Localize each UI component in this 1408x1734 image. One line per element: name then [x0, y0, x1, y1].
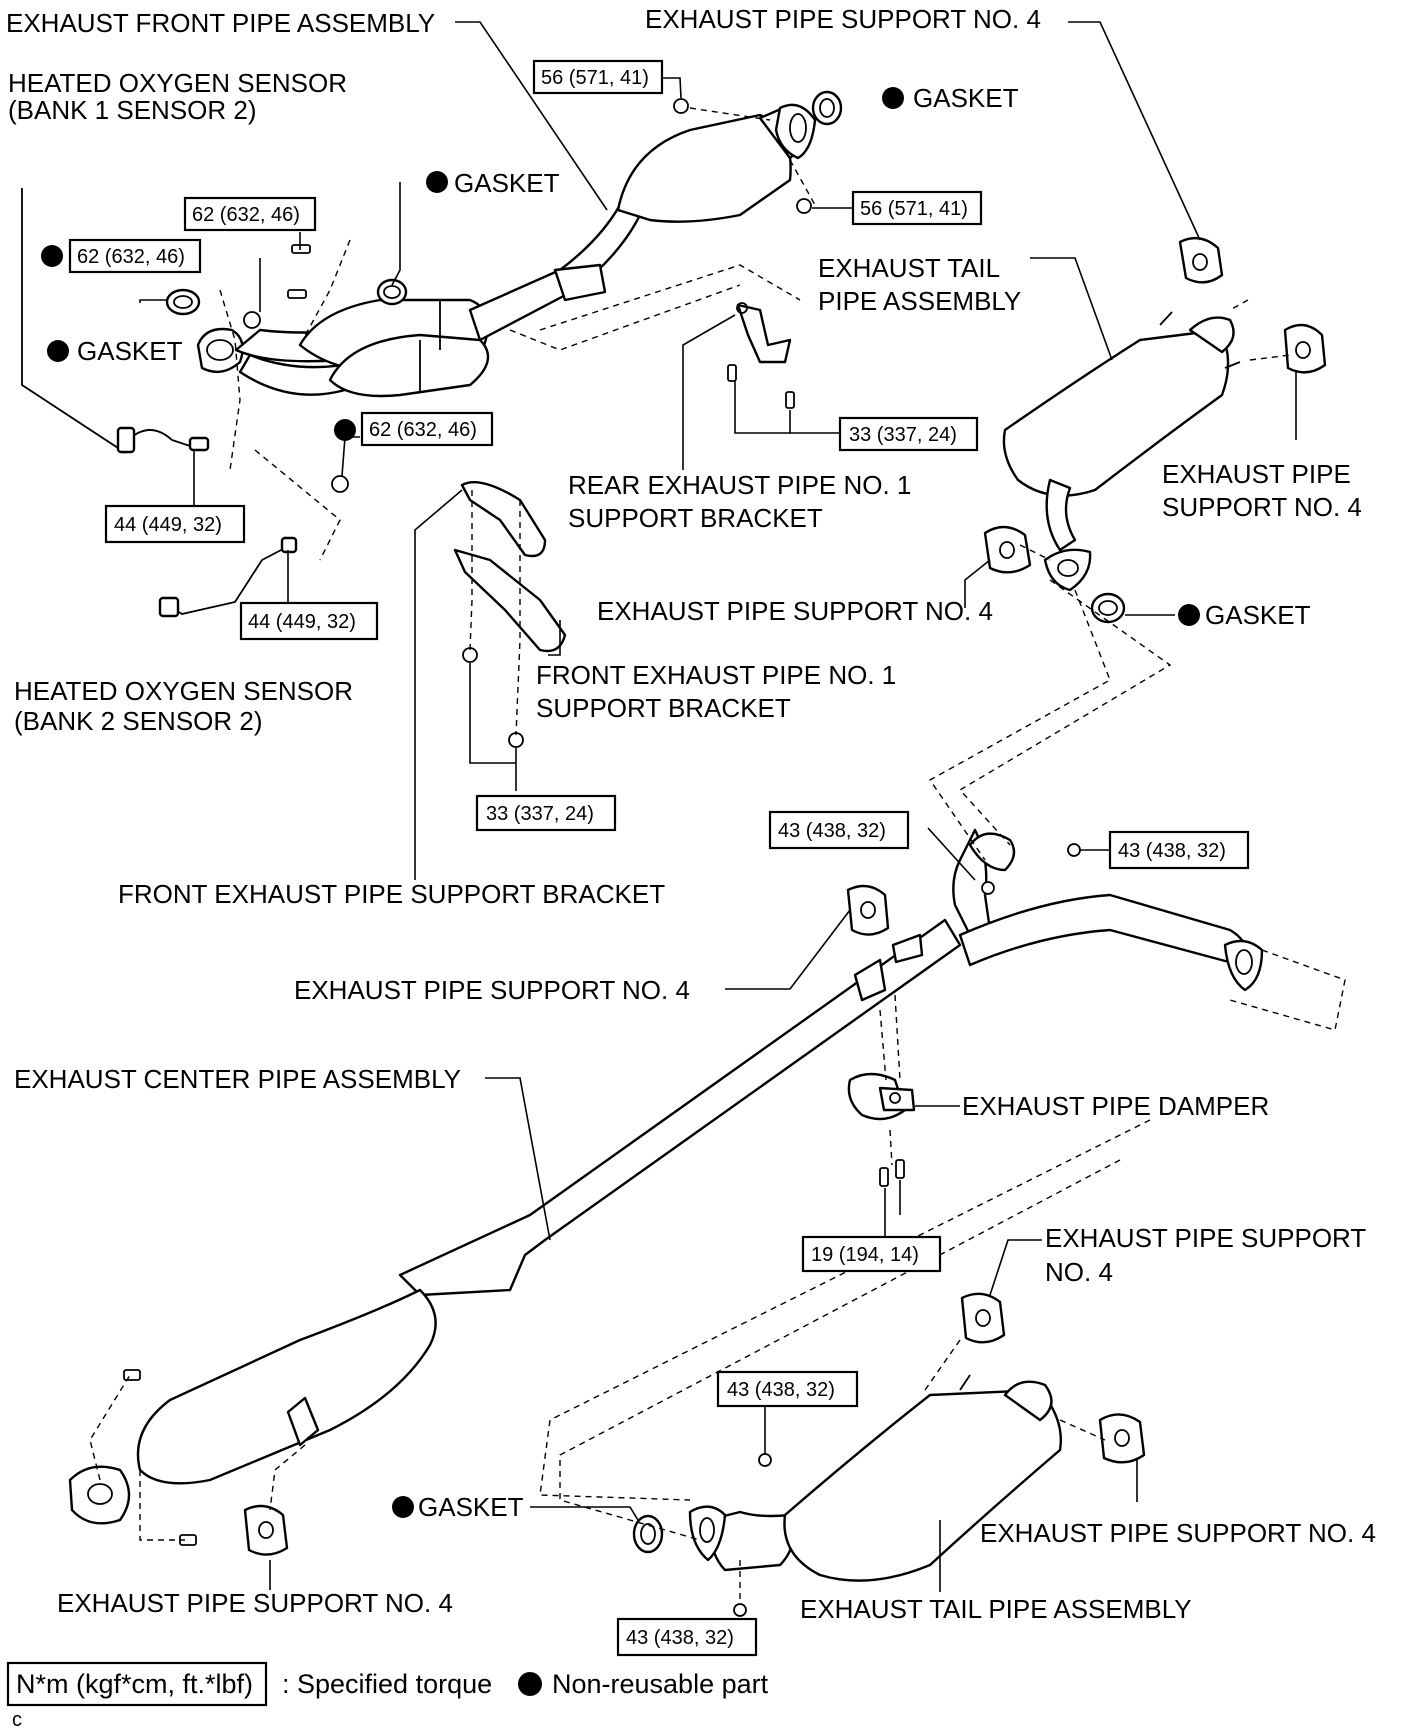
torque-value: 33 (337, 24)	[486, 803, 594, 825]
label-gasket-5: GASKET	[418, 1492, 524, 1522]
installation-dashed-lines	[89, 107, 1346, 1605]
torque-box: 43 (438, 32)	[716, 1370, 859, 1408]
torque-value: 44 (449, 32)	[114, 514, 222, 536]
label-gasket-2: GASKET	[454, 168, 560, 198]
label-exhaust-pipe-support-center: EXHAUST PIPE SUPPORT NO. 4	[294, 975, 690, 1005]
label-front-exhaust-pipe-no1-bracket-line1: FRONT EXHAUST PIPE NO. 1	[536, 660, 896, 690]
label-exhaust-tail-pipe-assembly-upper-line1: EXHAUST TAIL	[818, 253, 1000, 283]
torque-box: 56 (571, 41)	[532, 59, 664, 95]
torque-value: 62 (632, 46)	[369, 419, 477, 441]
label-rear-exhaust-pipe-no1-bracket-line1: REAR EXHAUST PIPE NO. 1	[568, 470, 911, 500]
label-heated-oxygen-sensor-b2s2-line2: (BANK 2 SENSOR 2)	[14, 706, 263, 736]
label-exhaust-front-pipe-assembly: EXHAUST FRONT PIPE ASSEMBLY	[6, 8, 435, 38]
non-reusable-mark	[334, 419, 356, 441]
front-exhaust-pipe-support-bracket	[453, 481, 567, 653]
torque-box: 62 (632, 46)	[360, 411, 494, 447]
torque-value: 56 (571, 41)	[860, 198, 968, 220]
heated-oxygen-sensor-bank2	[158, 536, 298, 618]
torque-box: 44 (449, 32)	[239, 601, 379, 641]
corner-mark: c	[12, 1709, 22, 1731]
torque-box: 62 (632, 46)	[68, 238, 202, 274]
legend-non-reusable-text: Non-reusable part	[552, 1669, 769, 1699]
label-heated-oxygen-sensor-b1s2-line1: HEATED OXYGEN SENSOR	[8, 68, 347, 98]
exhaust-center-pipe-assembly	[68, 828, 1264, 1525]
legend: N*m (kgf*cm, ft.*lbf) : Specified torque…	[6, 1661, 769, 1707]
exhaust-pipe-damper-part	[847, 1072, 916, 1121]
legend-unit-text: N*m (kgf*cm, ft.*lbf)	[16, 1669, 253, 1699]
torque-box: 43 (438, 32)	[616, 1617, 758, 1657]
exhaust-pipe-supports-no4	[243, 236, 1327, 1556]
legend-specified-torque: : Specified torque	[282, 1669, 492, 1699]
label-exhaust-pipe-support-split-line1: EXHAUST PIPE SUPPORT	[1045, 1223, 1366, 1253]
label-exhaust-pipe-support-right-line2: SUPPORT NO. 4	[1162, 492, 1362, 522]
torque-value: 19 (194, 14)	[811, 1244, 919, 1266]
gasket-rings	[165, 90, 1126, 1554]
exhaust-tail-pipe-assembly-upper	[1002, 311, 1241, 592]
torque-box: 43 (438, 32)	[1108, 830, 1250, 870]
label-exhaust-tail-pipe-assembly-upper-line2: PIPE ASSEMBLY	[818, 286, 1021, 316]
legend-non-reusable-dot	[518, 1672, 542, 1696]
label-exhaust-pipe-support-lower-left: EXHAUST PIPE SUPPORT NO. 4	[57, 1588, 453, 1618]
label-rear-exhaust-pipe-no1-bracket-line2: SUPPORT BRACKET	[568, 503, 823, 533]
torque-value: 33 (337, 24)	[849, 424, 957, 446]
non-reusable-mark	[392, 1496, 414, 1518]
torque-value: 62 (632, 46)	[192, 204, 300, 226]
label-front-exhaust-pipe-support-bracket: FRONT EXHAUST PIPE SUPPORT BRACKET	[118, 879, 665, 909]
label-exhaust-center-pipe-assembly: EXHAUST CENTER PIPE ASSEMBLY	[14, 1064, 461, 1094]
label-gasket-1: GASKET	[913, 83, 1019, 113]
non-reusable-mark	[41, 245, 63, 267]
torque-box: 19 (194, 14)	[801, 1235, 942, 1273]
torque-value: 44 (449, 32)	[248, 611, 356, 633]
label-exhaust-pipe-support-mid: EXHAUST PIPE SUPPORT NO. 4	[597, 596, 993, 626]
label-exhaust-pipe-support-top: EXHAUST PIPE SUPPORT NO. 4	[645, 4, 1041, 34]
torque-value: 56 (571, 41)	[541, 67, 649, 89]
torque-value: 62 (632, 46)	[77, 246, 185, 268]
heated-oxygen-sensor-bank1	[21, 188, 210, 454]
label-gasket-4: GASKET	[1205, 600, 1311, 630]
legend-unit-box	[6, 1661, 268, 1707]
torque-box: 33 (337, 24)	[475, 794, 617, 832]
torque-box: 56 (571, 41)	[851, 190, 983, 226]
label-exhaust-tail-pipe-assembly-lower: EXHAUST TAIL PIPE ASSEMBLY	[800, 1594, 1192, 1624]
non-reusable-mark	[882, 87, 904, 109]
torque-box: 33 (337, 24)	[838, 416, 979, 452]
torque-value: 43 (438, 32)	[778, 820, 886, 842]
label-heated-oxygen-sensor-b2s2-line1: HEATED OXYGEN SENSOR	[14, 676, 353, 706]
non-reusable-mark	[1178, 604, 1200, 626]
label-front-exhaust-pipe-no1-bracket-line2: SUPPORT BRACKET	[536, 693, 791, 723]
label-gasket-3: GASKET	[77, 336, 183, 366]
torque-value: 43 (438, 32)	[1118, 840, 1226, 862]
non-reusable-mark	[426, 171, 448, 193]
torque-value: 43 (438, 32)	[626, 1627, 734, 1649]
label-exhaust-pipe-support-lower-right: EXHAUST PIPE SUPPORT NO. 4	[980, 1518, 1376, 1548]
non-reusable-mark	[47, 340, 69, 362]
rear-exhaust-pipe-no1-support-bracket	[736, 302, 792, 364]
torque-value: 43 (438, 32)	[727, 1379, 835, 1401]
torque-box: 44 (449, 32)	[104, 504, 246, 544]
label-exhaust-pipe-support-split-line2: NO. 4	[1045, 1257, 1113, 1287]
label-exhaust-pipe-support-right-line1: EXHAUST PIPE	[1162, 459, 1351, 489]
label-heated-oxygen-sensor-b1s2-line2: (BANK 1 SENSOR 2)	[8, 95, 257, 125]
label-exhaust-pipe-damper: EXHAUST PIPE DAMPER	[962, 1091, 1269, 1121]
exhaust-tail-pipe-assembly-lower	[688, 1374, 1062, 1582]
exhaust-front-pipe-assembly	[196, 103, 817, 398]
torque-box: 43 (438, 32)	[768, 810, 910, 850]
leader-lines	[139, 21, 1297, 1630]
torque-box: 62 (632, 46)	[183, 196, 317, 232]
